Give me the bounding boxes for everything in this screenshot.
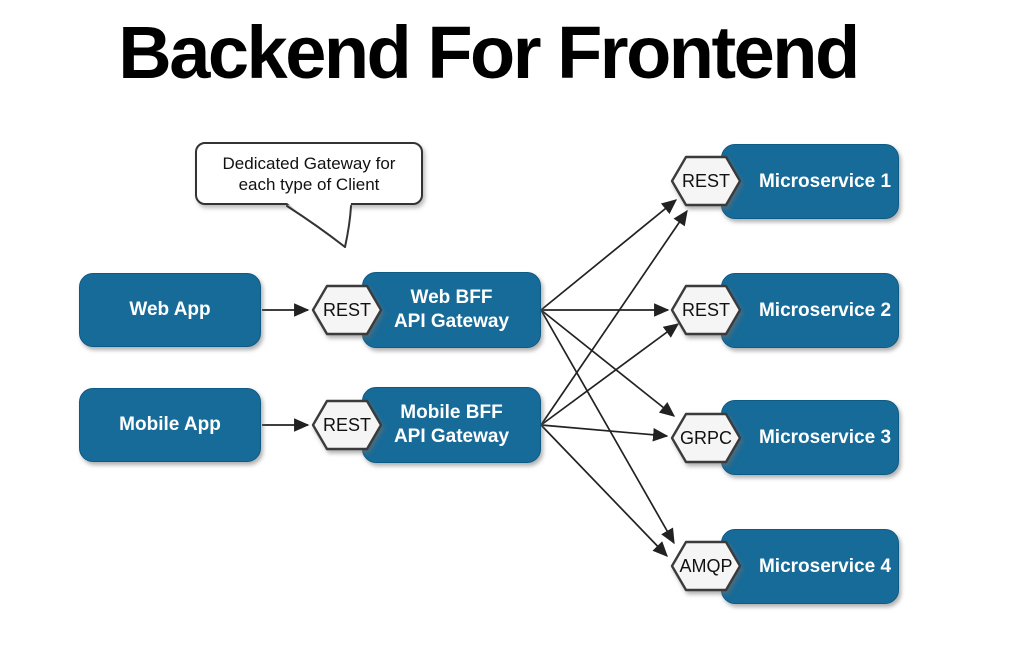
badge-microservice-2-protocol: REST	[670, 284, 742, 336]
badge-microservice-3-label: GRPC	[680, 428, 732, 448]
microservice-4-label: Microservice 4	[758, 555, 892, 577]
microservice-2-label: Microservice 2	[758, 299, 892, 321]
badge-microservice-3-protocol: GRPC	[670, 412, 742, 464]
callout-text-line2: each type of Client	[238, 174, 380, 194]
badge-gateway-web-rest-label: REST	[323, 300, 371, 320]
node-microservice-2: Microservice 2	[721, 273, 899, 348]
mobile-app-label: Mobile App	[119, 414, 221, 435]
hexagon-shape	[670, 155, 742, 207]
mobile-bff-label-line1: Mobile BFF	[400, 402, 503, 423]
microservice-3-label: Microservice 3	[758, 426, 892, 448]
web-app-label: Web App	[129, 299, 211, 320]
node-microservice-1: Microservice 1	[721, 144, 899, 219]
web-bff-label-line1: Web BFF	[410, 287, 493, 308]
page-title: Backend For Frontend	[118, 11, 860, 94]
hexagon-shape	[311, 284, 383, 336]
node-web-bff-gateway: Web BFF API Gateway	[362, 272, 541, 348]
arrow-webbff-to-ms4	[540, 309, 675, 545]
arrow-mobilebff-to-ms3	[540, 424, 669, 442]
hexagon-shape	[311, 399, 383, 451]
hexagon-shape	[670, 284, 742, 336]
node-mobile-bff-gateway: Mobile BFF API Gateway	[362, 387, 541, 463]
badge-gateway-mobile-rest: REST	[311, 399, 383, 451]
badge-microservice-1-protocol: REST	[670, 155, 742, 207]
badge-gateway-mobile-rest-label: REST	[323, 415, 371, 435]
arrow-webbff-to-ms3	[540, 309, 676, 417]
node-microservice-3: Microservice 3	[721, 400, 899, 475]
web-bff-label-line2: API Gateway	[393, 311, 510, 332]
badge-microservice-4-protocol: AMQP	[670, 540, 742, 592]
mobile-bff-label-line2: API Gateway	[393, 426, 510, 447]
badge-microservice-2-label: REST	[682, 300, 730, 320]
hexagon-shape	[670, 540, 742, 592]
hexagon-shape	[670, 412, 742, 464]
callout-text-line1: Dedicated Gateway for	[222, 153, 396, 173]
microservice-1-label: Microservice 1	[758, 170, 892, 192]
arrow-mobilebff-to-ms1	[540, 209, 688, 426]
badge-gateway-web-rest: REST	[311, 284, 383, 336]
callout-tail	[286, 203, 352, 248]
badge-microservice-1-label: REST	[682, 171, 730, 191]
arrow-mobilebff-to-ms2	[540, 323, 680, 426]
arrow-mobilebff-to-ms4	[540, 424, 668, 557]
node-web-app: Web App	[79, 273, 261, 347]
badge-microservice-4-label: AMQP	[679, 556, 732, 576]
arrow-webbff-to-ms1	[540, 199, 678, 311]
callout-bubble: Dedicated Gateway for each type of Clien…	[195, 142, 423, 205]
node-microservice-4: Microservice 4	[721, 529, 899, 604]
node-mobile-app: Mobile App	[79, 388, 261, 462]
